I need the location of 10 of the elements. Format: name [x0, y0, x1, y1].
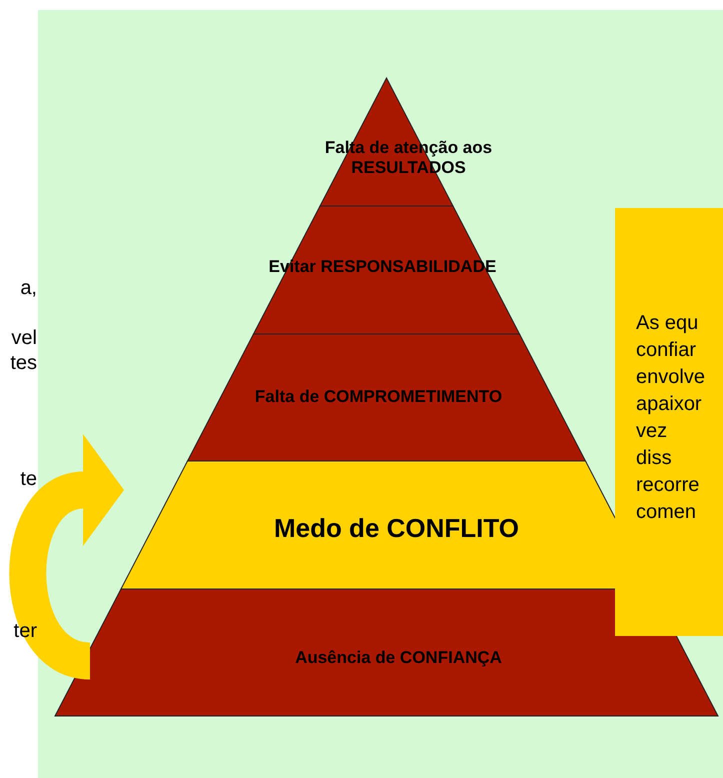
text-fragment: tes: [10, 352, 37, 375]
layer-label: Falta de COMPROMETIMENTO: [254, 387, 502, 408]
note-text: As equ confiar envolve apaixor vez diss recorre comen: [636, 311, 705, 525]
text-fragment: vel: [11, 327, 37, 350]
layer-label: Ausência de CONFIANÇA: [295, 648, 502, 668]
layer-label: Medo de CONFLITO: [274, 513, 520, 544]
cycle-arrow: [9, 435, 124, 680]
text-fragment: a,: [20, 277, 37, 300]
note-box: [615, 208, 723, 636]
text-fragment: te: [20, 468, 37, 491]
